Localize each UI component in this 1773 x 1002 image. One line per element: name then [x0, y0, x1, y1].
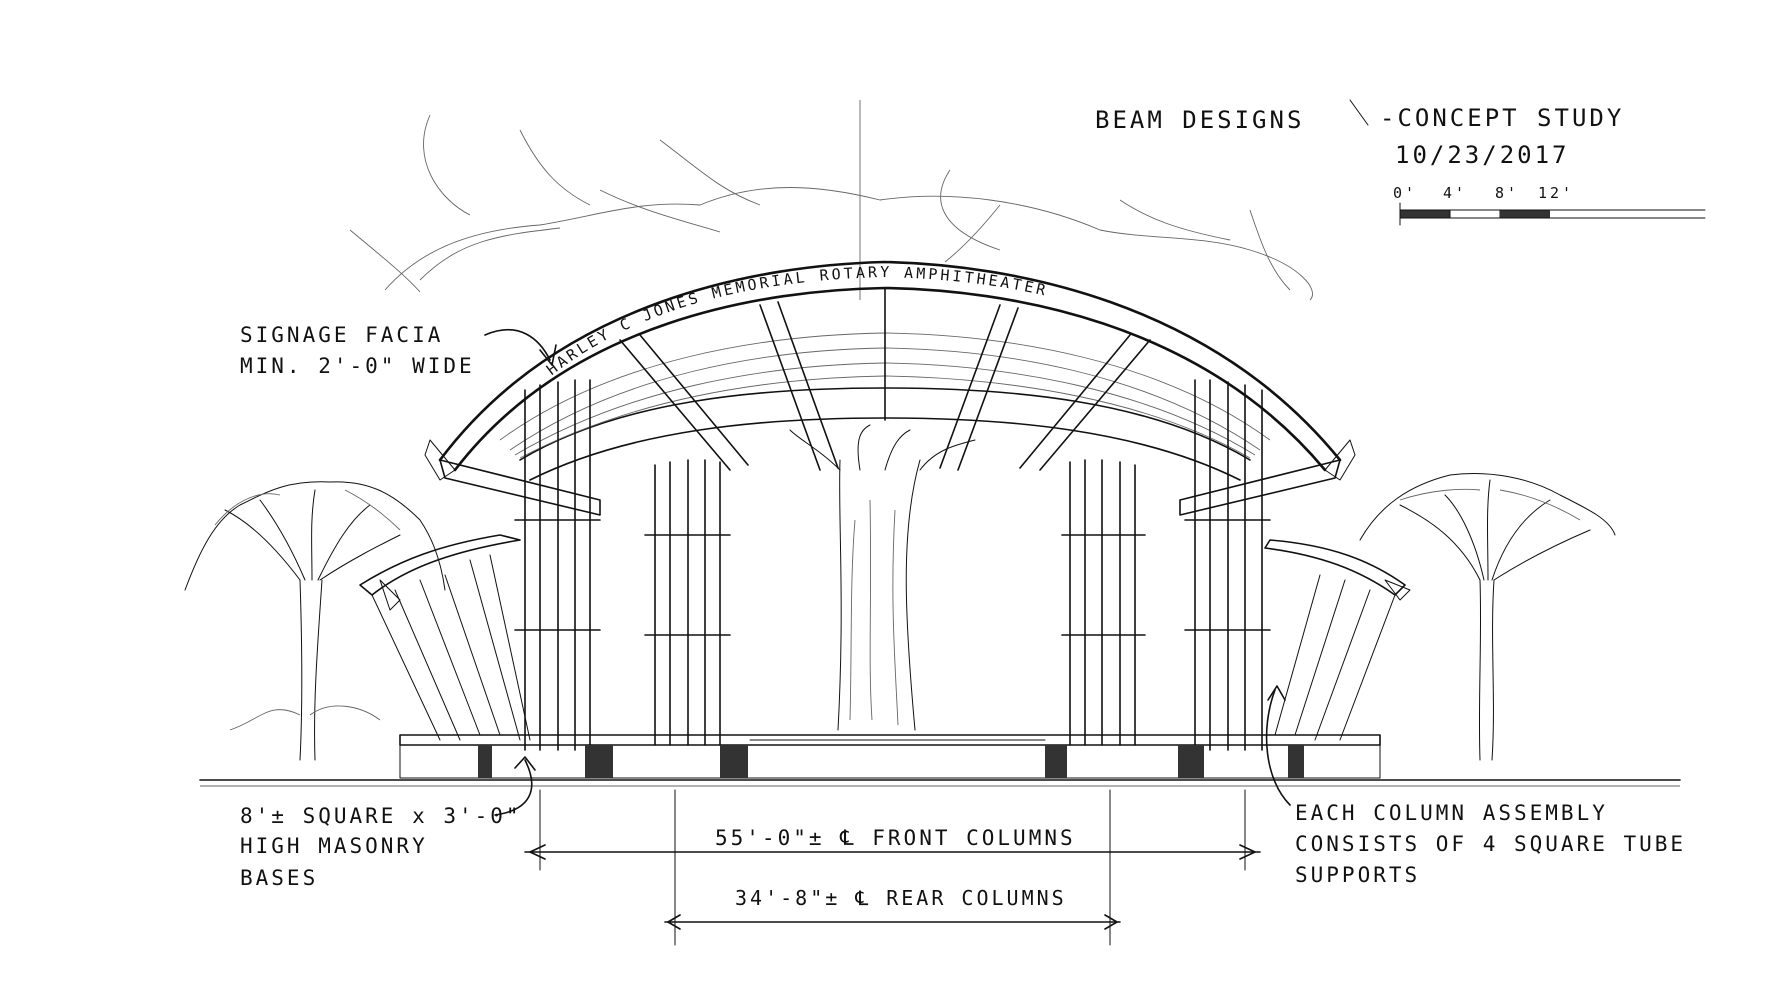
stage-and-bases — [399, 734, 1381, 779]
title-block: BEAM DESIGNS -CONCEPT STUDY 10/23/2017 — [1095, 99, 1624, 169]
masonry-base — [1045, 745, 1067, 778]
background-oak-tree — [349, 100, 1313, 731]
ground-line — [199, 779, 1681, 787]
drawing-subtitle: -CONCEPT STUDY — [1380, 104, 1624, 132]
columns-note-line-3: SUPPORTS — [1295, 863, 1420, 887]
right-tree — [1359, 473, 1616, 761]
column-right-rear — [1061, 459, 1146, 746]
column-assembly-note: EACH COLUMN ASSEMBLY CONSISTS OF 4 SQUAR… — [1265, 685, 1686, 887]
scale-label-0: 0' — [1393, 184, 1417, 202]
signage-fascia-note: SIGNAGE FACIA MIN. 2'-0" WIDE — [240, 323, 557, 378]
masonry-base — [478, 745, 492, 778]
bases-note-line-1: 8'± SQUARE x 3'-0" — [240, 804, 522, 828]
signage-note-line-2: MIN. 2'-0" WIDE — [240, 354, 475, 378]
drawing-title: BEAM DESIGNS — [1095, 106, 1304, 134]
masonry-base — [585, 745, 613, 778]
masonry-base — [720, 745, 748, 778]
main-arched-canopy — [424, 260, 1356, 516]
signage-note-line-1: SIGNAGE FACIA — [240, 323, 443, 347]
masonry-base — [1178, 745, 1204, 778]
drawing-date: 10/23/2017 — [1395, 141, 1570, 169]
scale-label-4: 4' — [1443, 184, 1467, 202]
fascia-sign-textpath: HARLEY C JONES MEMORIAL ROTARY AMPHITHEA… — [543, 263, 1047, 379]
columns-note-line-2: CONSISTS OF 4 SQUARE TUBE — [1295, 832, 1686, 856]
scale-label-8: 8' — [1495, 184, 1519, 202]
left-wing-canopy — [359, 534, 531, 741]
bases-note-line-3: BASES — [240, 866, 318, 890]
bases-note-line-2: HIGH MASONRY — [240, 834, 428, 858]
rear-columns-dimension: 34'-8"± ℄ REAR COLUMNS — [664, 789, 1121, 946]
scale-bar: 0' 4' 8' 12' — [1393, 184, 1706, 226]
front-columns-dimension-label: 55'-0"± ℄ FRONT COLUMNS — [715, 826, 1076, 850]
column-left-rear — [644, 459, 731, 746]
front-columns-dimension: 55'-0"± ℄ FRONT COLUMNS — [524, 789, 1261, 871]
masonry-bases-note: 8'± SQUARE x 3'-0" HIGH MASONRY BASES — [240, 756, 536, 890]
masonry-base — [1288, 745, 1304, 778]
right-wing-canopy — [1264, 539, 1411, 741]
columns-note-line-1: EACH COLUMN ASSEMBLY — [1295, 801, 1608, 825]
column-right-front — [1184, 379, 1271, 751]
rear-columns-dimension-label: 34'-8"± ℄ REAR COLUMNS — [735, 886, 1067, 910]
column-left-front — [514, 379, 601, 751]
left-tree — [184, 481, 446, 761]
fascia-sign-text: HARLEY C JONES MEMORIAL ROTARY AMPHITHEA… — [543, 263, 1050, 379]
scale-label-12: 12' — [1538, 184, 1574, 202]
column-assemblies — [514, 379, 1271, 751]
